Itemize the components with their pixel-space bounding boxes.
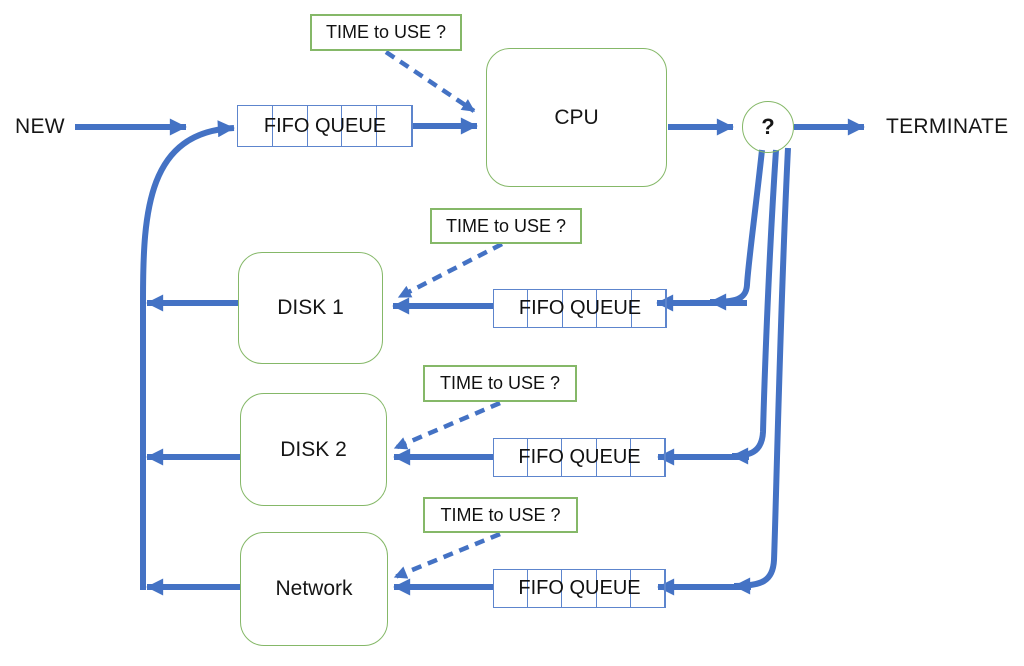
time-to-use-box-disk1: TIME to USE ? [430,208,582,244]
dashed-arrow-time-to-disk2 [393,400,501,451]
fifo-queue-label: FIFO QUEUE [518,577,641,599]
fifo-queue-cpu: FIFO QUEUE [237,105,413,147]
decision-label: ? [761,114,775,139]
queue-cell [597,290,632,327]
queue-cell [528,439,563,476]
fifo-queue-label: FIFO QUEUE [263,114,387,137]
cpu-node-label: CPU [554,105,599,129]
network-node-label: Network [275,577,353,600]
queue-cell [342,106,378,146]
queue-cell [597,439,631,476]
queue-cell [494,290,529,327]
queue-cell [528,570,563,607]
queue-cell [632,290,667,327]
curve-decision-to-disk2-queue [731,149,779,465]
queue-cell [528,290,563,327]
cpu-node: CPU [486,48,667,187]
curve-decision-to-disk1-queue [709,149,765,311]
queue-cell [562,439,597,476]
queue-cell [562,570,597,607]
time-to-use-label: TIME to USE ? [439,373,561,393]
disk1-node-label: DISK 1 [277,296,344,319]
fifo-queue-disk1: FIFO QUEUE [493,289,667,328]
curve-decision-to-network-queue [733,147,791,595]
queue-cell [563,290,598,327]
fifo-queue-network: FIFO QUEUE [493,569,666,608]
time-to-use-label: TIME to USE ? [445,215,567,236]
fifo-queue-label: FIFO QUEUE [518,297,642,319]
queue-cell [597,570,631,607]
disk2-node-label: DISK 2 [280,437,347,461]
disk1-node: DISK 1 [238,252,383,364]
queue-cell [631,570,666,607]
queue-cell [494,439,529,476]
network-node: Network [240,532,388,646]
fifo-queue-label: FIFO QUEUE [518,446,641,468]
queue-cell [377,106,412,146]
time-to-use-box-disk2: TIME to USE ? [423,365,577,402]
time-to-use-box-cpu: TIME to USE ? [310,14,462,51]
time-to-use-label: TIME to USE ? [440,504,561,525]
feedback-return-line [140,120,235,590]
decision-circle: ? [742,101,794,153]
dashed-arrow-time-to-cpu [384,50,476,113]
queue-cell [631,439,666,476]
disk2-node: DISK 2 [240,393,387,506]
new-label: NEW [15,115,65,138]
queue-cell [494,570,529,607]
fifo-queue-disk2: FIFO QUEUE [493,438,666,477]
dashed-arrow-time-to-disk1 [397,241,504,300]
dashed-arrow-time-to-network [393,531,501,580]
terminate-label: TERMINATE [886,115,1009,138]
queue-cell [308,106,343,146]
time-to-use-label: TIME to USE ? [325,22,447,42]
queue-cell [238,106,273,146]
time-to-use-box-network: TIME to USE ? [423,497,578,533]
queue-cell [273,106,308,146]
